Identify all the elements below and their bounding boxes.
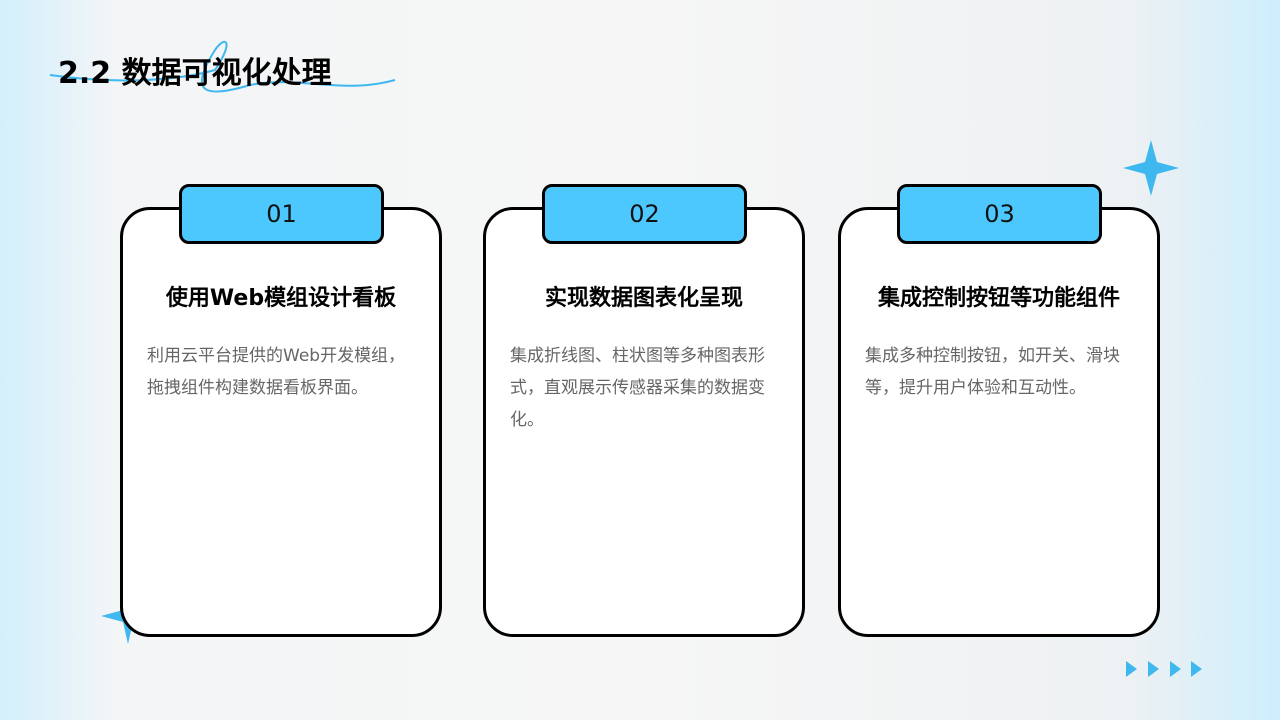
card-3: 集成控制按钮等功能组件 集成多种控制按钮，如开关、滑块等，提升用户体验和互动性。 — [838, 207, 1160, 637]
page-title: 2.2 数据可视化处理 — [58, 56, 332, 91]
card-heading: 集成控制按钮等功能组件 — [877, 286, 1120, 311]
card-number-badge: 01 — [179, 184, 384, 244]
card-2: 实现数据图表化呈现 集成折线图、柱状图等多种图表形式，直观展示传感器采集的数据变… — [483, 207, 805, 637]
arrows-icon — [1126, 661, 1202, 677]
card-body: 利用云平台提供的Web开发模组，拖拽组件构建数据看板界面。 — [147, 346, 406, 398]
title-swirl — [49, 40, 396, 93]
card-body: 集成多种控制按钮，如开关、滑块等，提升用户体验和互动性。 — [865, 346, 1120, 398]
card-number-badge: 03 — [897, 184, 1102, 244]
card-body: 集成折线图、柱状图等多种图表形式，直观展示传感器采集的数据变化。 — [510, 346, 765, 430]
card-heading: 实现数据图表化呈现 — [544, 286, 743, 311]
card-1: 使用Web模组设计看板 利用云平台提供的Web开发模组，拖拽组件构建数据看板界面… — [120, 207, 442, 637]
sparkle-icon — [1123, 140, 1179, 196]
card-number-badge: 02 — [542, 184, 747, 244]
card-heading: 使用Web模组设计看板 — [165, 286, 397, 311]
